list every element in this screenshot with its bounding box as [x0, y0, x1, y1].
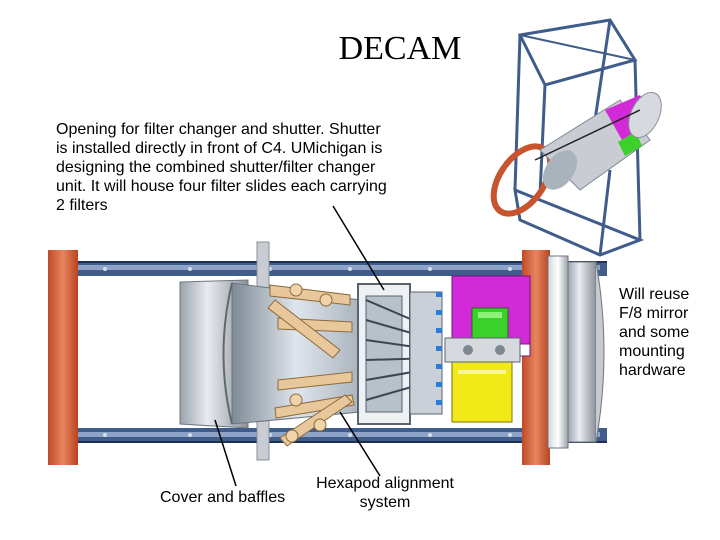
camera-assembly	[48, 241, 607, 465]
leader-filter-changer	[332, 205, 385, 291]
telescope-model-inset	[490, 18, 662, 257]
annotation-hexapod: Hexapod alignment system	[316, 475, 454, 511]
annotation-filter-changer: Opening for filter changer and shutter. …	[56, 121, 387, 214]
annotation-reuse-mirror: Will reuse F/8 mirror and some mounting …	[619, 286, 690, 379]
annotation-cover-baffles: Cover and baffles	[160, 489, 286, 506]
page-title: DECAM	[338, 30, 462, 67]
leader-hexapod	[339, 411, 381, 477]
leader-cover	[214, 419, 237, 487]
